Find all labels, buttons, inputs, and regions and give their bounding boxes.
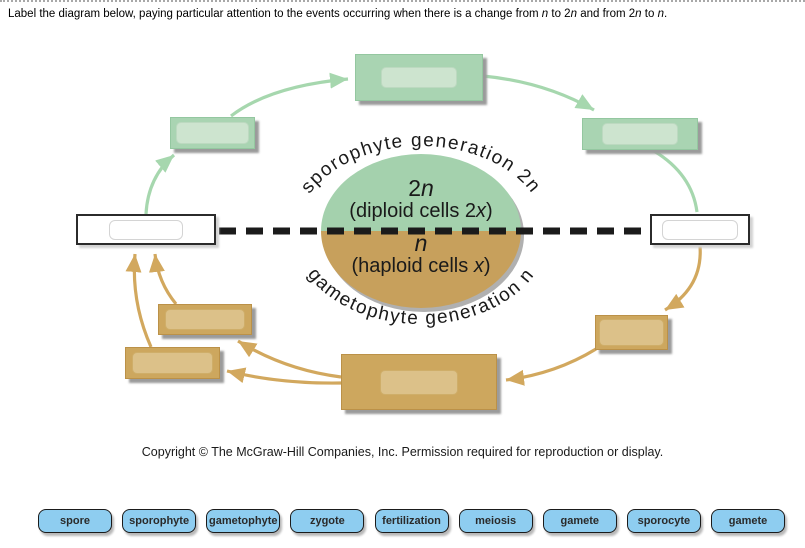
drop-box-top-left[interactable] (170, 117, 255, 149)
chip-sporophyte-1[interactable]: sporophyte (122, 509, 197, 533)
sporophyte-half-ellipse (321, 154, 521, 231)
drop-field (662, 219, 738, 240)
drop-box-right-transition[interactable] (650, 214, 750, 245)
chip-gametophyte-2[interactable]: gametophyte (206, 509, 281, 533)
drop-field (165, 309, 245, 330)
chip-tray: spore sporophyte gametophyte zygote fertiliz… (0, 509, 805, 533)
drop-box-left-transition[interactable] (76, 214, 216, 245)
arrow-bottom-center-to-left-lower (226, 367, 342, 385)
chip-gamete-8[interactable]: gamete (711, 509, 785, 533)
arrow-left-upper-to-left-transition (148, 253, 178, 306)
chip-spore-0[interactable]: spore (38, 509, 112, 533)
diploid-ploidy-label: 2n (408, 175, 434, 201)
arrow-bottom-right-to-bottom-center (505, 347, 597, 386)
drop-field (381, 67, 457, 88)
chip-meiosis-5[interactable]: meiosis (458, 509, 533, 533)
chip-gamete-6[interactable]: gamete (542, 509, 617, 533)
arrow-bottom-center-to-left-upper (237, 339, 342, 379)
drop-box-top-right[interactable] (582, 118, 698, 150)
diploid-cells-label: (diploid cells 2x) (349, 200, 493, 222)
copyright-text: Copyright © The McGraw-Hill Companies, I… (141, 445, 664, 459)
arrow-left-transition-to-top-left (144, 153, 176, 215)
arrow-right-transition-to-bottom-right (664, 245, 702, 312)
drop-box-bottom-center[interactable] (341, 354, 497, 410)
chip-sporocyte-7[interactable]: sporocyte (626, 509, 701, 533)
arrow-top-center-to-top-right (482, 74, 595, 112)
instruction-text: Label the diagram below, paying particul… (8, 8, 668, 20)
drop-field (380, 369, 458, 395)
drop-field (602, 123, 678, 145)
drop-box-left-upper[interactable] (158, 304, 252, 335)
gametophyte-half-ellipse (321, 231, 521, 308)
drop-box-left-lower[interactable] (125, 347, 220, 379)
haploid-cells-label: (haploid cells x) (351, 255, 491, 277)
arrow-left-lower-to-left-transition (125, 253, 153, 348)
drop-field (132, 352, 213, 374)
drop-field (176, 122, 249, 144)
chip-fertilization-4[interactable]: fertilization (374, 509, 449, 533)
drop-box-bottom-right[interactable] (595, 315, 668, 350)
drop-box-top-center[interactable] (355, 54, 483, 101)
drop-field (599, 319, 664, 346)
line-top-right-to-right-transition (653, 149, 699, 213)
haploid-ploidy-label: n (414, 230, 428, 256)
chip-zygote-3[interactable]: zygote (290, 509, 365, 533)
arrow-top-left-to-top-center (230, 72, 349, 118)
drop-field (109, 219, 183, 240)
